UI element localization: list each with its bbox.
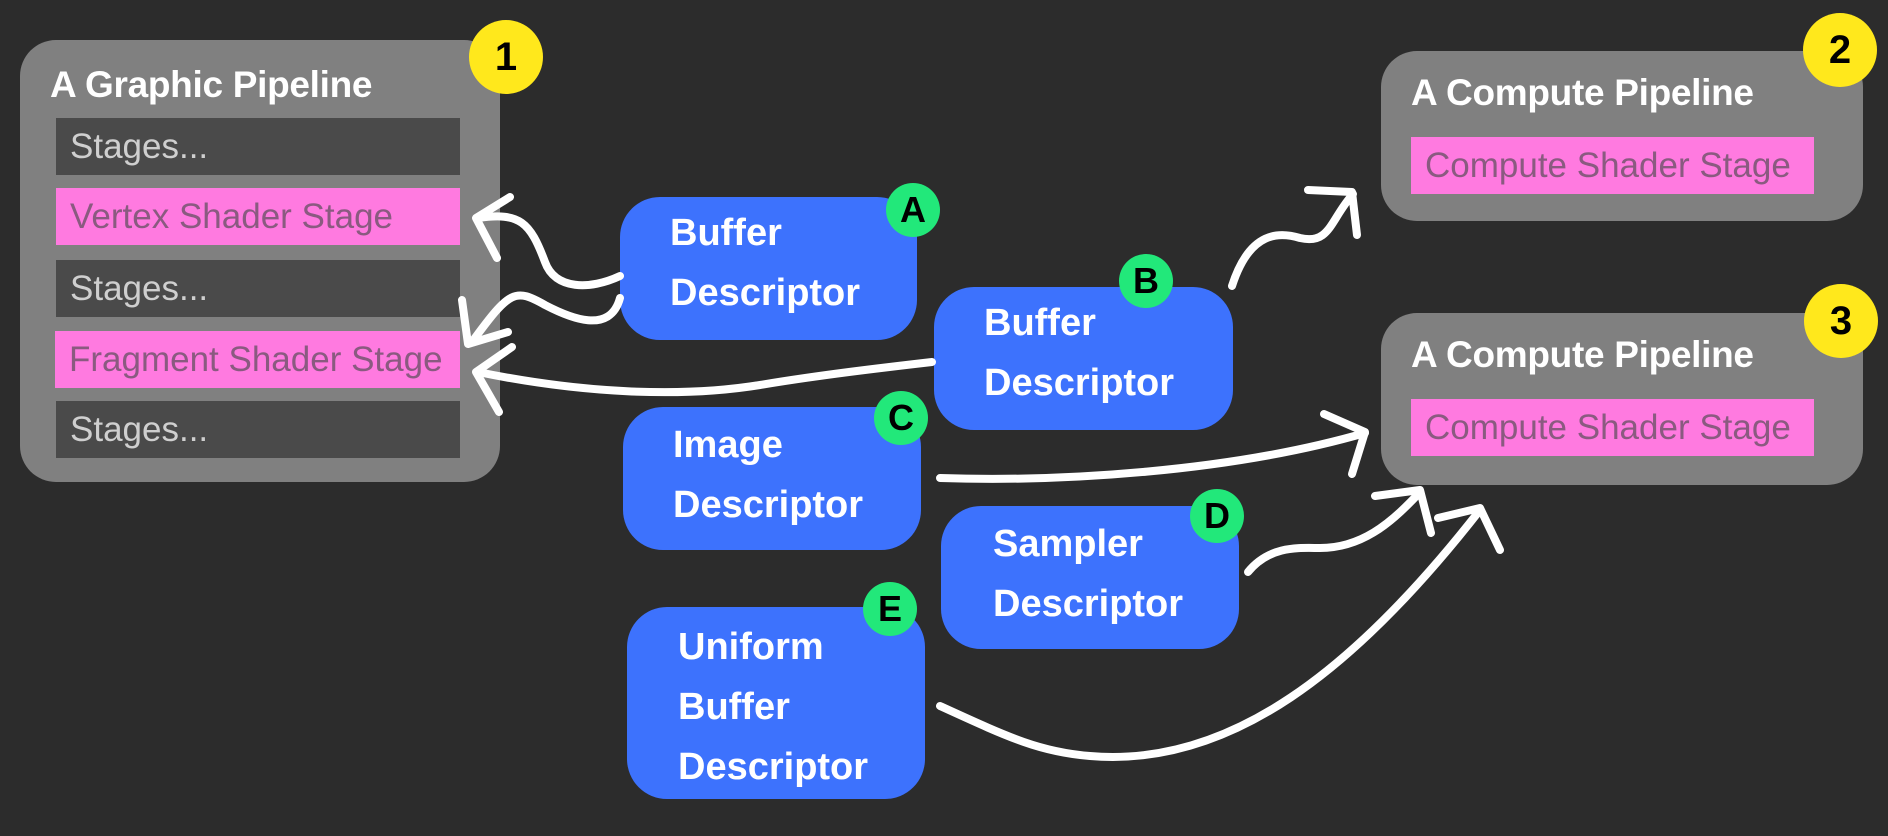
- arrowhead-a-vertex: [472, 193, 514, 262]
- buffer-descriptor-a: Buffer Descriptor: [620, 197, 917, 340]
- compute-pipeline-bottom: A Compute Pipeline Compute Shader Stage: [1381, 313, 1863, 485]
- sampler-descriptor-d: Sampler Descriptor: [941, 506, 1239, 649]
- graphic-pipeline: A Graphic Pipeline Stages... Vertex Shad…: [20, 40, 500, 482]
- buffer-descriptor-b-line-2: Descriptor: [984, 362, 1175, 404]
- badge-c: C: [874, 391, 928, 445]
- vertex-shader-stage: Vertex Shader Stage: [56, 188, 460, 245]
- badge-3: 3: [1804, 284, 1878, 358]
- buffer-descriptor-b-line-1: Buffer: [984, 302, 1096, 344]
- buffer-descriptor-b: Buffer Descriptor: [934, 287, 1233, 430]
- image-descriptor-c-line-1: Image: [673, 424, 783, 466]
- arrow-b-to-fragment-shader: [474, 358, 936, 397]
- stage-generic-1: Stages...: [56, 118, 460, 175]
- arrow-a-to-vertex-shader: [474, 212, 624, 290]
- badge-1: 1: [469, 20, 543, 94]
- uniform-buffer-descriptor-e-line-2: Buffer: [678, 686, 790, 728]
- compute-shader-stage-top: Compute Shader Stage: [1411, 137, 1814, 194]
- arrowhead-b-fragment: [472, 343, 516, 416]
- image-descriptor-c: Image Descriptor: [623, 407, 921, 550]
- arrow-e-to-compute-bottom: [936, 506, 1484, 761]
- graphic-pipeline-title: A Graphic Pipeline: [50, 64, 373, 105]
- image-descriptor-c-line-2: Descriptor: [673, 484, 864, 526]
- badge-2: 2: [1803, 13, 1877, 87]
- arrow-c-to-compute-bottom: [936, 429, 1369, 483]
- compute-shader-stage-bottom: Compute Shader Stage: [1411, 399, 1814, 456]
- arrow-a-to-fragment-shader: [468, 291, 624, 346]
- arrowhead-b-compute-top: [1304, 186, 1361, 239]
- compute-pipeline-top: A Compute Pipeline Compute Shader Stage: [1381, 51, 1863, 221]
- badge-b: B: [1119, 254, 1173, 308]
- badge-e: E: [863, 582, 917, 636]
- buffer-descriptor-a-line-1: Buffer: [670, 212, 782, 254]
- badge-d: D: [1190, 489, 1244, 543]
- arrow-b-to-compute-top: [1228, 190, 1357, 290]
- buffer-descriptor-a-line-2: Descriptor: [670, 272, 861, 314]
- fragment-shader-stage: Fragment Shader Stage: [55, 331, 460, 388]
- uniform-buffer-descriptor-e-line-1: Uniform: [678, 626, 824, 668]
- sampler-descriptor-d-line-1: Sampler: [993, 523, 1143, 565]
- uniform-buffer-descriptor-e: Uniform Buffer Descriptor: [627, 607, 925, 799]
- uniform-buffer-descriptor-e-line-3: Descriptor: [678, 746, 869, 788]
- compute-pipeline-bottom-title: A Compute Pipeline: [1411, 334, 1754, 375]
- stage-generic-3: Stages...: [56, 401, 460, 458]
- compute-pipeline-top-title: A Compute Pipeline: [1411, 72, 1754, 113]
- arrowhead-e-compute-bottom: [1434, 504, 1504, 554]
- badge-a: A: [886, 183, 940, 237]
- arrowhead-c-compute-bottom: [1320, 410, 1369, 478]
- stage-generic-2: Stages...: [56, 260, 460, 317]
- arrowhead-d-compute-bottom: [1371, 486, 1435, 537]
- arrow-d-to-compute-bottom: [1244, 488, 1424, 576]
- arrowhead-a-fragment: [458, 296, 512, 348]
- sampler-descriptor-d-line-2: Descriptor: [993, 583, 1184, 625]
